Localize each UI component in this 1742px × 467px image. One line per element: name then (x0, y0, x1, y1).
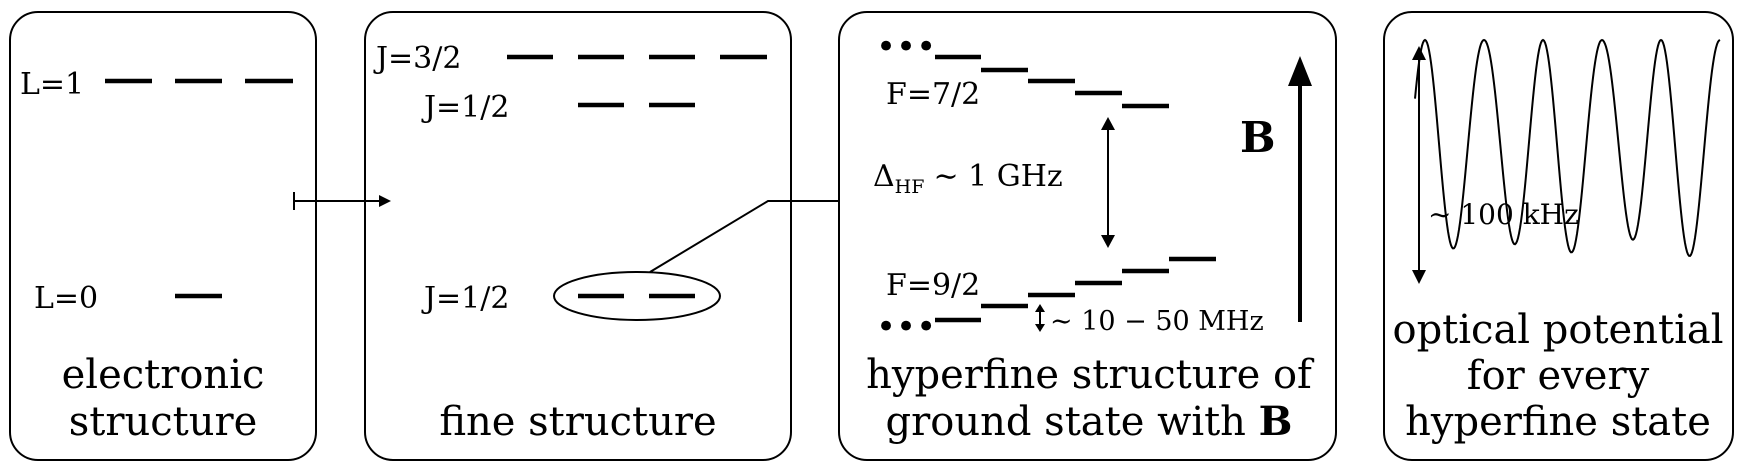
potential-depth-arrow (1412, 46, 1426, 284)
caption-electronic-line1: electronic (62, 352, 265, 398)
level-label-f72: F=7/2 (886, 77, 980, 112)
level-label-l1: L=1 (20, 67, 84, 102)
electronic-structure-panel: L=1 L=0 electronic structure (9, 11, 317, 461)
fine-panel-frame (364, 11, 792, 461)
ellipsis-top: ••• (876, 27, 936, 67)
f72-zeeman-levels (935, 54, 1169, 109)
ellipsis-bottom: ••• (876, 307, 936, 347)
caption-hyperfine-line2: ground state with B (886, 398, 1293, 445)
zeeman-splitting-arrow (1035, 304, 1045, 332)
caption-optical-line2: for every (1467, 353, 1650, 399)
arrowhead-up (1101, 117, 1115, 130)
caption-optical-line1: optical potential (1392, 307, 1723, 353)
level-label-f92: F=9/2 (886, 268, 980, 303)
electronic-panel-frame (9, 11, 317, 461)
arrowhead-down (1412, 270, 1426, 284)
level-label-j12-excited: J=1/2 (421, 90, 509, 125)
field-arrowhead (1288, 56, 1312, 86)
field-label: B (1240, 113, 1276, 162)
hf-delta-symbol: Δ (873, 159, 895, 194)
caption-electronic-line2: structure (69, 399, 258, 445)
caption-hyperfine-line2-text: ground state with (886, 399, 1259, 445)
hyperfine-structure-panel: ••• F=7/2 ΔHF ∼ 1 GHz F=9/2 ••• (838, 11, 1337, 461)
level-label-l0: L=0 (34, 281, 98, 316)
hf-splitting-label: ΔHF ∼ 1 GHz (873, 159, 1063, 198)
arrow-electronic-to-fine (293, 192, 391, 210)
arrowhead-up (1412, 46, 1426, 60)
potential-depth-label: ∼ 100 kHz (1428, 198, 1579, 231)
arrowhead-up (1035, 304, 1045, 312)
arrowhead-down (1035, 324, 1045, 332)
level-label-j12-ground: J=1/2 (421, 281, 509, 316)
optical-potential-panel: ∼ 100 kHz optical potential for every hy… (1383, 11, 1734, 461)
optical-potential-curve (1414, 38, 1721, 257)
zeeman-splitting-label: ∼ 10 − 50 MHz (1050, 306, 1264, 337)
optical-panel-frame (1383, 11, 1734, 461)
level-label-j32: J=3/2 (373, 41, 461, 76)
caption-hyperfine-field-symbol: B (1259, 398, 1293, 445)
hf-subscript: HF (895, 176, 925, 198)
fine-structure-panel: J=3/2 J=1/2 J=1/2 fine structure (364, 11, 792, 461)
arrowhead-down (1101, 235, 1115, 248)
caption-fine: fine structure (439, 399, 716, 445)
hf-splitting-arrow (1101, 117, 1115, 248)
hf-value: ∼ 1 GHz (933, 159, 1062, 194)
arrow-fine-to-hyperfine (649, 195, 865, 273)
ground-state-highlight-ellipse (553, 271, 721, 321)
hyperfine-panel-frame (838, 11, 1337, 461)
f92-zeeman-levels (935, 256, 1216, 323)
magnetic-field-arrow (1288, 56, 1312, 322)
caption-hyperfine-line1: hyperfine structure of (866, 352, 1315, 398)
caption-optical-line3: hyperfine state (1405, 399, 1711, 445)
